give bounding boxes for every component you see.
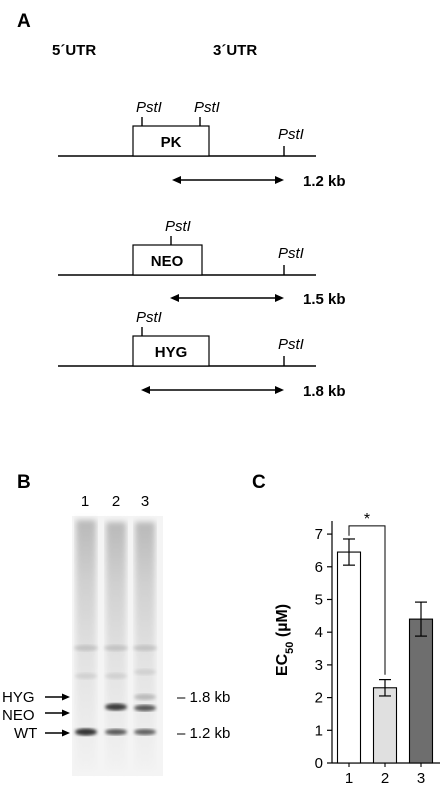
y-tick-label: 0: [315, 755, 323, 772]
site-label: PstI: [165, 218, 191, 235]
lane-label: 1: [81, 493, 89, 510]
site-label: PstI: [136, 309, 162, 326]
site-label: PstI: [278, 245, 304, 262]
size-marker-1-8kb: – 1.8 kb: [177, 689, 230, 706]
gene-box: [132, 244, 203, 276]
bar: [336, 551, 362, 764]
site-label: PstI: [194, 99, 220, 116]
faint-band: [105, 673, 127, 679]
panel-c: C EC50 (µM) 0 1 2 3 4 5 6 7 1 2 3 *: [252, 472, 440, 787]
construct-hyg: HYG PstI PstI 1.8 kb: [58, 309, 346, 400]
site-label: PstI: [278, 336, 304, 353]
wt-band: [134, 729, 156, 735]
y-tick-label: 2: [315, 690, 323, 707]
band-arrowhead: [62, 729, 70, 737]
ec50-bar-chart: 0 1 2 3 4 5 6 7 1 2 3 *: [315, 511, 440, 787]
panel-a-letter: A: [17, 11, 31, 32]
wt-band: [105, 729, 127, 735]
utr3-label: 3´UTR: [213, 42, 257, 59]
faint-band: [75, 673, 97, 679]
y-axis-title: EC50 (µM): [274, 604, 296, 676]
faint-band: [74, 645, 98, 651]
gene-box: [132, 125, 210, 157]
panel-a: A 5´UTR 3´UTR PK PstI PstI PstI 1.2 kb N…: [17, 11, 346, 400]
construct-pk: PK PstI PstI PstI 1.2 kb: [58, 99, 346, 190]
band-label-neo: NEO: [2, 707, 35, 724]
panel-c-letter: C: [252, 472, 266, 493]
neo-band: [105, 703, 127, 711]
faint-band: [104, 645, 128, 651]
site-label: PstI: [136, 99, 162, 116]
faint-band: [133, 645, 157, 651]
faint-band: [134, 669, 156, 675]
y-tick-label: 6: [315, 559, 323, 576]
x-tick-label: 2: [381, 770, 389, 787]
gene-label: NEO: [151, 253, 184, 270]
arrowhead-left: [170, 294, 179, 302]
size-marker-1-2kb: – 1.2 kb: [177, 725, 230, 742]
fragment-size: 1.5 kb: [303, 291, 346, 308]
y-tick-label: 1: [315, 722, 323, 739]
neo-band: [134, 704, 156, 712]
panel-b-letter: B: [17, 472, 31, 493]
y-tick-label: 5: [315, 591, 323, 608]
arrowhead-right: [275, 294, 284, 302]
y-tick-label: 4: [315, 624, 323, 641]
hyg-band: [134, 694, 156, 700]
band-arrowhead: [62, 709, 70, 717]
significance-bracket: [348, 525, 386, 675]
construct-neo: NEO PstI PstI 1.5 kb: [58, 218, 346, 308]
x-tick-label: 3: [417, 770, 425, 787]
site-label: PstI: [278, 126, 304, 143]
gene-label: PK: [161, 134, 182, 151]
fragment-size: 1.2 kb: [303, 173, 346, 190]
utr5-label: 5´UTR: [52, 42, 96, 59]
significance-asterisk: *: [364, 511, 370, 528]
y-axis-title-sub: 50: [284, 642, 296, 654]
arrowhead-left: [141, 386, 150, 394]
y-tick-label: 7: [315, 526, 323, 543]
y-axis-title-main: EC: [274, 653, 291, 676]
gene-box: [132, 335, 210, 367]
arrowhead-right: [275, 386, 284, 394]
fragment-size: 1.8 kb: [303, 383, 346, 400]
y-tick-label: 3: [315, 657, 323, 674]
band-arrowhead: [62, 693, 70, 701]
blot-image: [72, 516, 163, 776]
y-axis-title-unit: (µM): [274, 604, 291, 642]
gene-label: HYG: [155, 344, 188, 361]
lane-label: 3: [141, 493, 149, 510]
arrowhead-right: [275, 176, 284, 184]
band-label-wt: WT: [14, 725, 37, 742]
bar: [372, 687, 398, 764]
band-label-hyg: HYG: [2, 689, 35, 706]
arrowhead-left: [172, 176, 181, 184]
lane-label: 2: [112, 493, 120, 510]
panel-b: B 1 2 3 HYG NEO WT: [2, 472, 230, 776]
bar: [408, 618, 434, 764]
wt-band: [75, 728, 97, 736]
x-tick-label: 1: [345, 770, 353, 787]
